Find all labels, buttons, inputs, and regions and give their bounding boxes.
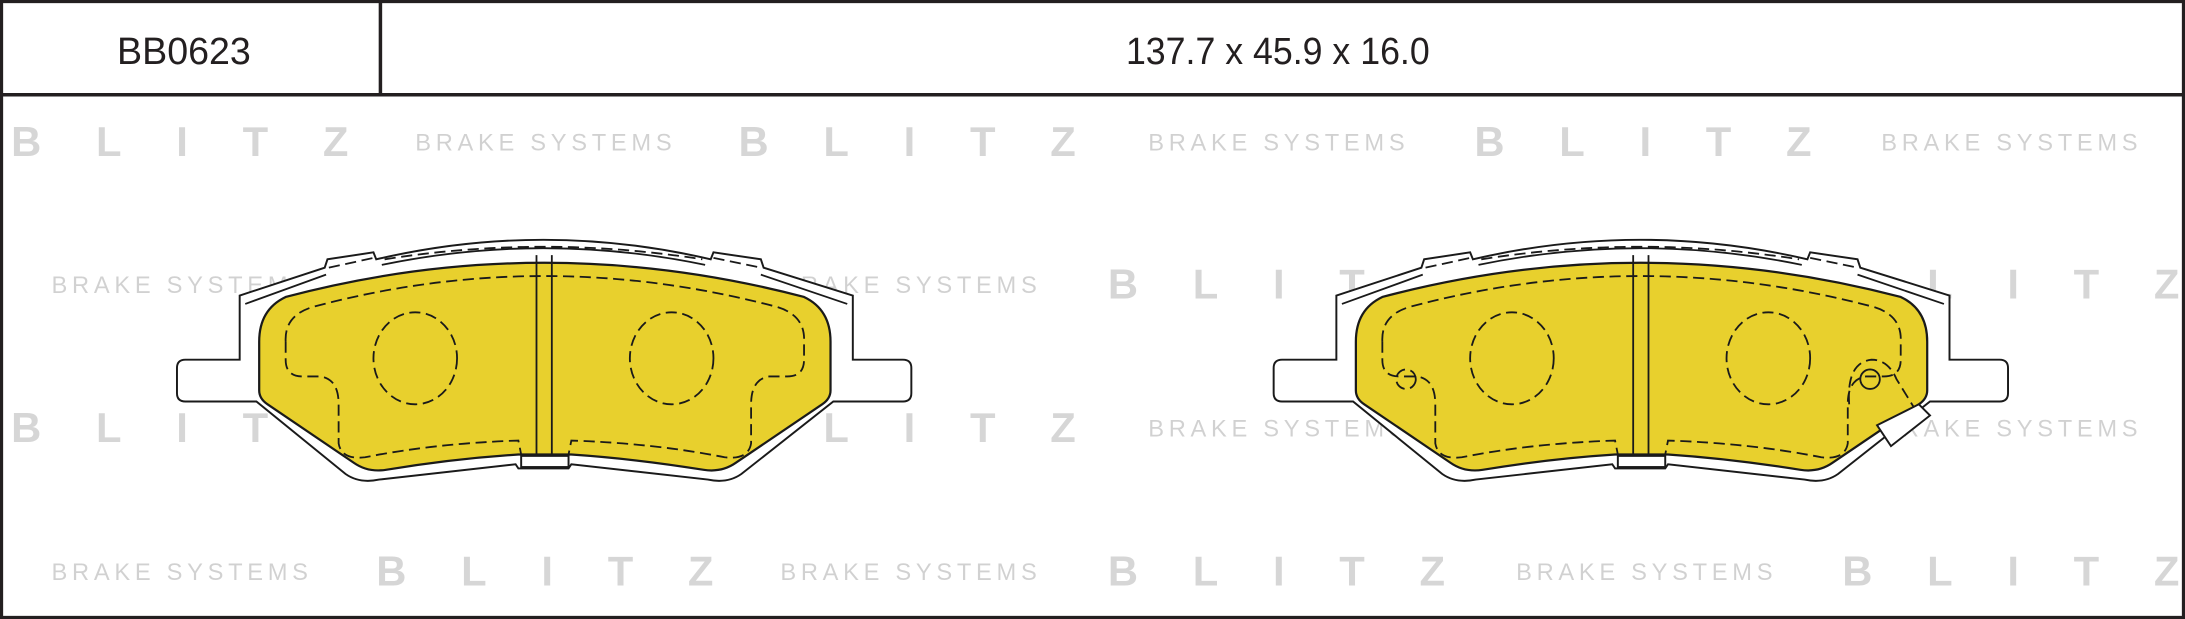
watermark-tagline: BRAKE SYSTEMS bbox=[1148, 131, 1404, 157]
watermark-brand: BLITZ bbox=[376, 548, 713, 595]
wear-sensor-hole-left bbox=[1395, 368, 1417, 390]
watermark-tagline: BRAKE SYSTEMS bbox=[1148, 416, 1404, 442]
pad-dimensions: 137.7 x 45.9 x 16.0 bbox=[1126, 30, 1430, 72]
watermark-brand: BLITZ bbox=[1108, 548, 1445, 595]
watermark-tagline: BRAKE SYSTEMS bbox=[780, 560, 1036, 586]
watermark-tagline: BRAKE SYSTEMS bbox=[415, 131, 671, 157]
watermark-brand: BLITZ bbox=[739, 118, 1076, 165]
brake-pad-right bbox=[1272, 238, 2010, 482]
watermark-tagline: BRAKE SYSTEMS bbox=[1516, 560, 1772, 586]
watermark-brand: BLITZ bbox=[1474, 118, 1811, 165]
wear-sensor-clip bbox=[1848, 358, 1932, 448]
watermark-tagline: BRAKE SYSTEMS bbox=[1881, 131, 2137, 157]
watermark-tagline: BRAKE SYSTEMS bbox=[52, 560, 308, 586]
part-number: BB0623 bbox=[117, 30, 251, 72]
watermark-brand: BLITZ bbox=[1842, 548, 2179, 595]
watermark-brand: BLITZ bbox=[11, 118, 348, 165]
